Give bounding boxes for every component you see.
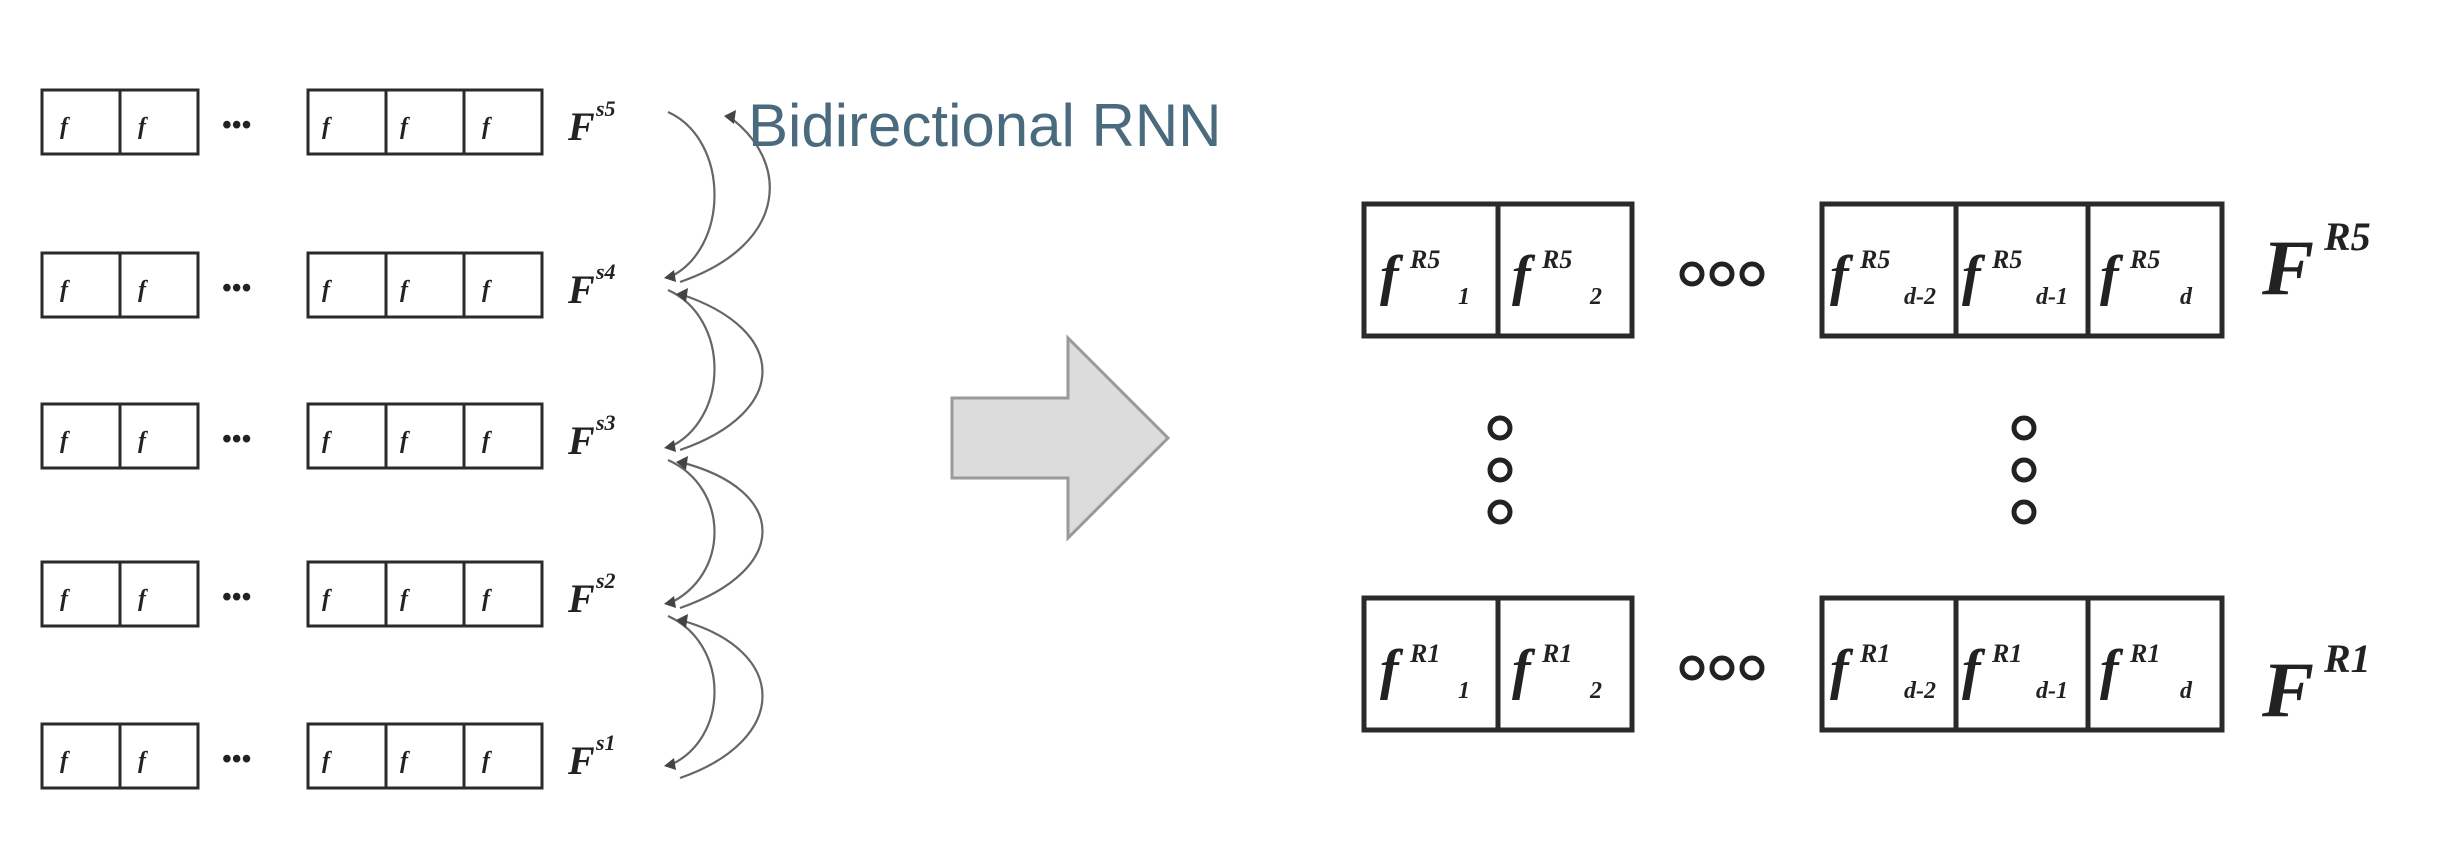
output-row-F: F [2261, 224, 2314, 311]
input-cell-label: f [138, 586, 148, 612]
bidirectional-arcs [664, 110, 771, 780]
output-row-superscript: R5 [2323, 214, 2371, 259]
input-cell-label: f [400, 277, 410, 303]
input-cell-label: f [60, 586, 70, 612]
vertical-ellipsis-right [2011, 415, 2037, 525]
input-cell-label: f [482, 114, 492, 140]
input-cell-label: f [482, 586, 492, 612]
output-cell-sup: R1 [1991, 639, 2022, 668]
input-cell-label: f [482, 748, 492, 774]
output-row-R1: f R1 1 f R1 2 f R1 d-2 f R1 d-1 f R1 d F… [1361, 595, 2371, 733]
input-row-s1: f f ••• f f f F s1 [40, 722, 616, 790]
output-cell-sub: 2 [1589, 678, 1602, 704]
input-row-superscript: s2 [595, 568, 616, 593]
input-row-s2: f f ••• f f f F s2 [40, 560, 616, 628]
output-cell-sup: R5 [1409, 245, 1440, 274]
input-cell-label: f [400, 748, 410, 774]
output-cell-sup: R5 [2129, 245, 2160, 274]
input-row-superscript: s5 [595, 96, 616, 121]
input-cell-label: f [60, 748, 70, 774]
row-ellipsis: ••• [222, 273, 251, 304]
output-cell-sup: R1 [1859, 639, 1890, 668]
input-row-s5: f f ••• f f f F s5 [40, 88, 616, 156]
input-cell-label: f [400, 586, 410, 612]
output-cell-sup: R5 [1541, 245, 1572, 274]
output-cell-sub: d [2180, 678, 2193, 704]
output-row-R5: f R5 1 f R5 2 f R5 d-2 f R5 d-1 f R5 d F… [1361, 201, 2371, 339]
output-cell-sub: d-2 [1904, 678, 1936, 704]
vertical-ellipsis-left [1487, 415, 1513, 525]
output-cell-sup: R5 [1859, 245, 1890, 274]
input-cell-label: f [138, 748, 148, 774]
row-ellipsis: ••• [222, 424, 251, 455]
input-row-F: F [567, 267, 595, 312]
input-row-s4: f f ••• f f f F s4 [40, 251, 616, 319]
input-cell-label: f [138, 277, 148, 303]
horizontal-ellipsis [1679, 261, 1765, 287]
input-cell-label: f [322, 428, 332, 454]
input-row-F: F [567, 104, 595, 149]
input-cell-label: f [60, 277, 70, 303]
output-cell-sub: d [2180, 284, 2193, 310]
output-cell-sup: R1 [1409, 639, 1440, 668]
output-cell-sub: d-2 [1904, 284, 1936, 310]
output-row-superscript: R1 [2323, 636, 2371, 681]
input-cell-label: f [482, 428, 492, 454]
output-cell-sup: R5 [1991, 245, 2022, 274]
input-cell-group-right [306, 88, 544, 156]
input-cell-label: f [322, 586, 332, 612]
input-cell-label: f [400, 428, 410, 454]
input-row-superscript: s3 [595, 410, 616, 435]
input-cell-label: f [60, 114, 70, 140]
row-ellipsis: ••• [222, 110, 251, 141]
input-row-superscript: s1 [595, 730, 616, 755]
input-cell-label: f [322, 114, 332, 140]
input-cell-label: f [138, 114, 148, 140]
output-cell-sub: d-1 [2036, 284, 2068, 310]
horizontal-ellipsis [1679, 655, 1765, 681]
input-row-s3: f f ••• f f f F s3 [40, 402, 616, 470]
input-cell-label: f [322, 748, 332, 774]
input-cell-label: f [322, 277, 332, 303]
output-cell-sub: 1 [1458, 678, 1470, 704]
output-cell-sub: 2 [1589, 284, 1602, 310]
output-cell-sub: 1 [1458, 284, 1470, 310]
bidirectional-rnn-label: Bidirectional RNN [748, 92, 1222, 159]
output-cell-sup: R1 [2129, 639, 2160, 668]
input-row-superscript: s4 [595, 259, 616, 284]
output-cell-sup: R1 [1541, 639, 1572, 668]
input-cell-label: f [60, 428, 70, 454]
input-cell-label: f [482, 277, 492, 303]
output-cell-sub: d-1 [2036, 678, 2068, 704]
output-row-F: F [2261, 646, 2314, 733]
input-cell-label: f [138, 428, 148, 454]
transform-arrow [950, 334, 1171, 542]
input-row-F: F [567, 738, 595, 783]
input-row-F: F [567, 576, 595, 621]
row-ellipsis: ••• [222, 582, 251, 613]
input-row-F: F [567, 418, 595, 463]
input-cell-label: f [400, 114, 410, 140]
row-ellipsis: ••• [222, 744, 251, 775]
